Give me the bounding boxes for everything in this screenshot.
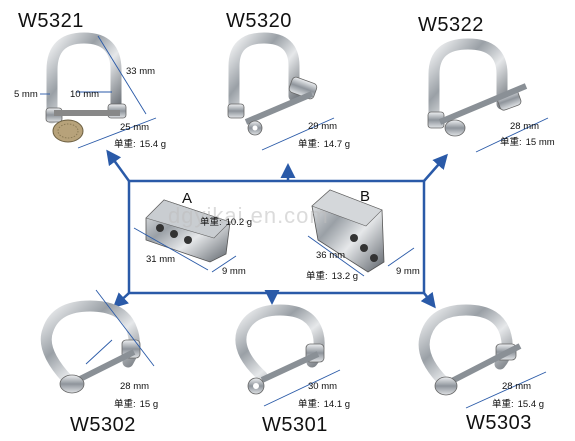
w5303-width-label: 28 mm (502, 381, 532, 392)
block-a-dimension-lines (133, 227, 237, 273)
shackle-w5322-dimension-line (475, 117, 549, 153)
shackle-w5302-dimension-lines (85, 289, 155, 367)
w5320-weight-value: 14.7 g (323, 139, 351, 150)
block-a-weight-value: 10.2 g (225, 217, 253, 228)
product-code-w5321: W5321 (18, 10, 84, 32)
w5302-weight: 单重:15 g (114, 396, 158, 410)
connector-frame (106, 149, 448, 309)
w5321-weight-label: 单重: (114, 139, 136, 150)
shackle-w5302-image (40, 300, 141, 394)
block-b-dimension-lines (307, 235, 415, 277)
w5321-weight-value: 15.4 g (139, 139, 167, 150)
product-code-w5303: W5303 (466, 412, 532, 434)
watermark: dgyikai.en.com (168, 203, 329, 228)
w5320-weight: 单重:14.7 g (298, 136, 350, 150)
block-b-weight-label: 单重: (306, 271, 328, 282)
product-code-w5320: W5320 (226, 10, 292, 32)
block-a-length-label: 31 mm (146, 254, 176, 265)
w5320-weight-label: 单重: (298, 139, 320, 150)
block-b-image (311, 189, 385, 273)
w5322-weight: 单重:15 mm (500, 134, 555, 148)
w5301-weight-label: 单重: (298, 399, 320, 410)
w5302-weight-label: 单重: (114, 399, 136, 410)
w5320-width-label: 29 mm (308, 121, 338, 132)
w5321-length-label: 33 mm (126, 66, 156, 77)
block-b-length-label: 36 mm (316, 250, 346, 261)
w5301-weight-value: 14.1 g (323, 399, 351, 410)
w5303-weight-value: 15.4 g (517, 399, 545, 410)
block-b-letter: B (360, 188, 371, 205)
shackle-w5301-image (235, 304, 325, 395)
block-b-weight: 单重:13.2 g (306, 268, 358, 282)
w5301-weight: 单重:14.1 g (298, 396, 350, 410)
block-a-weight-label: 单重: (200, 217, 222, 228)
shackle-w5320-dimension-line (261, 117, 335, 151)
w5321-weight: 单重:15.4 g (114, 136, 166, 150)
w5302-weight-value: 15 g (139, 399, 159, 410)
w5322-weight-value: 15 mm (525, 137, 555, 148)
block-a-weight: 单重:10.2 g (200, 214, 252, 228)
product-code-w5322: W5322 (418, 14, 484, 36)
w5321-gap-label: 10 mm (70, 89, 100, 100)
w5322-width-label: 28 mm (510, 121, 540, 132)
shackle-w5321-dimension-lines (40, 35, 157, 149)
shackle-w5320-image (227, 32, 318, 136)
w5303-weight: 单重:15.4 g (492, 396, 544, 410)
product-code-w5302: W5302 (70, 414, 136, 436)
block-b-thickness-label: 9 mm (396, 266, 420, 277)
w5322-weight-label: 单重: (500, 137, 522, 148)
shackle-w5322-image (427, 38, 528, 137)
block-a-thickness-label: 9 mm (222, 266, 246, 277)
shackle-w5303-image (418, 304, 522, 396)
w5302-width-label: 28 mm (120, 381, 150, 392)
w5321-pin-label: 5 mm (14, 89, 38, 100)
block-a-letter: A (182, 190, 193, 207)
block-b-weight-value: 13.2 g (331, 271, 359, 282)
w5321-width-label: 25 mm (120, 122, 150, 133)
w5301-width-label: 30 mm (308, 381, 338, 392)
shackle-w5301-dimension-line (263, 369, 341, 407)
w5303-weight-label: 单重: (492, 399, 514, 410)
shackle-w5303-dimension-line (465, 371, 547, 409)
shackle-w5321-image (45, 32, 127, 143)
product-code-w5301: W5301 (262, 414, 328, 436)
